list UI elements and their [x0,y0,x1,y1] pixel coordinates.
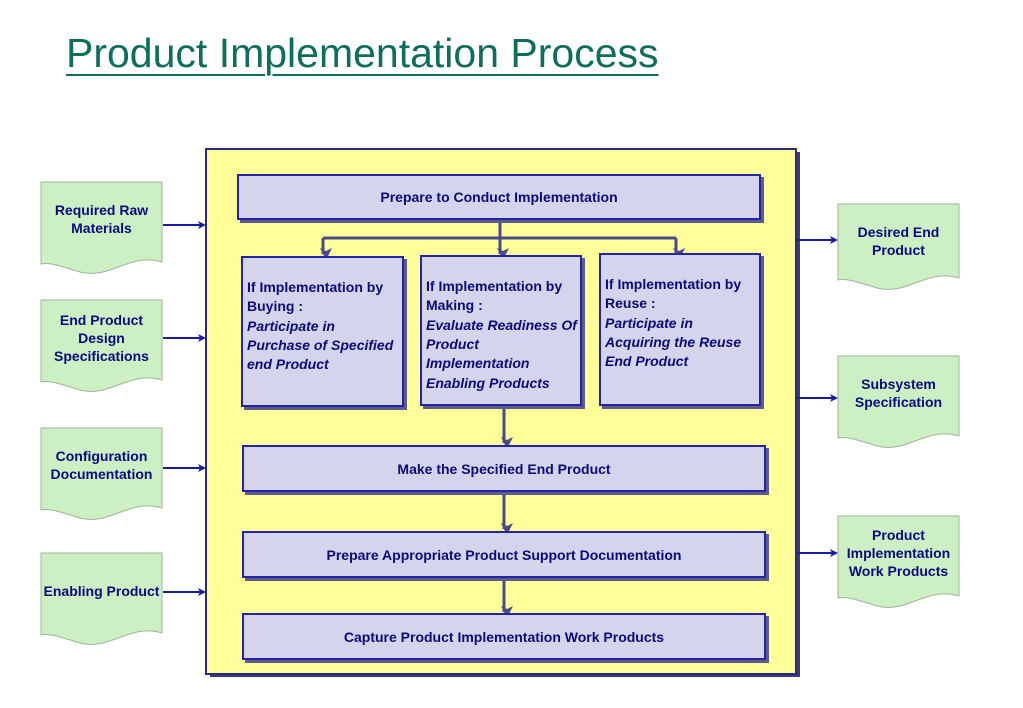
input-doc-1 [40,181,163,274]
support-documentation-box: Prepare Appropriate Product Support Docu… [242,531,766,578]
output-doc-label: Subsystem Specification [854,375,943,410]
branch-action: Participate in Acquiring the Reuse End P… [605,314,742,370]
output-doc-label: Product Implementation Work Products [846,526,951,580]
input-doc-shapes [40,181,163,645]
output-doc-3 [837,515,960,608]
box-label: Prepare to Conduct Implementation [380,189,618,205]
output-doc-2 [837,355,960,448]
branch-condition: If Implementation by Making : [426,278,563,314]
input-doc-label: Configuration Documentation [50,447,153,482]
page-title: Product Implementation Process [66,30,659,76]
capture-work-products-box: Capture Product Implementation Work Prod… [242,613,766,660]
output-doc-1 [837,203,960,290]
output-doc-shapes [837,203,960,608]
branch-action: Participate in Purchase of Specified end… [247,317,394,373]
branch-condition: If Implementation by Buying : [247,279,384,315]
branch-condition: If Implementation by Reuse : [605,276,742,312]
branch-action: Evaluate Readiness Of Product Implementa… [426,316,577,391]
input-doc-3 [40,427,163,520]
output-doc-label: Desired End Product [857,223,940,258]
input-doc-2 [40,299,163,392]
box-label: Capture Product Implementation Work Prod… [343,628,665,645]
input-doc-label: Enabling Product [43,582,160,599]
box-label: Prepare Appropriate Product Support Docu… [326,546,682,563]
branch-making-box: If Implementation by Making : Evaluate R… [420,255,582,406]
input-doc-label: End Product Design Specifications [54,311,149,365]
branch-buying-box: If Implementation by Buying : Participat… [241,256,404,407]
make-end-product-box: Make the Specified End Product [242,445,766,492]
prepare-implementation-box: Prepare to Conduct Implementation [237,174,761,220]
input-doc-4 [40,552,163,645]
input-doc-label: Required Raw Materials [54,201,149,236]
branch-reuse-box: If Implementation by Reuse : Participate… [599,253,761,406]
box-label: Make the Specified End Product [397,460,611,477]
